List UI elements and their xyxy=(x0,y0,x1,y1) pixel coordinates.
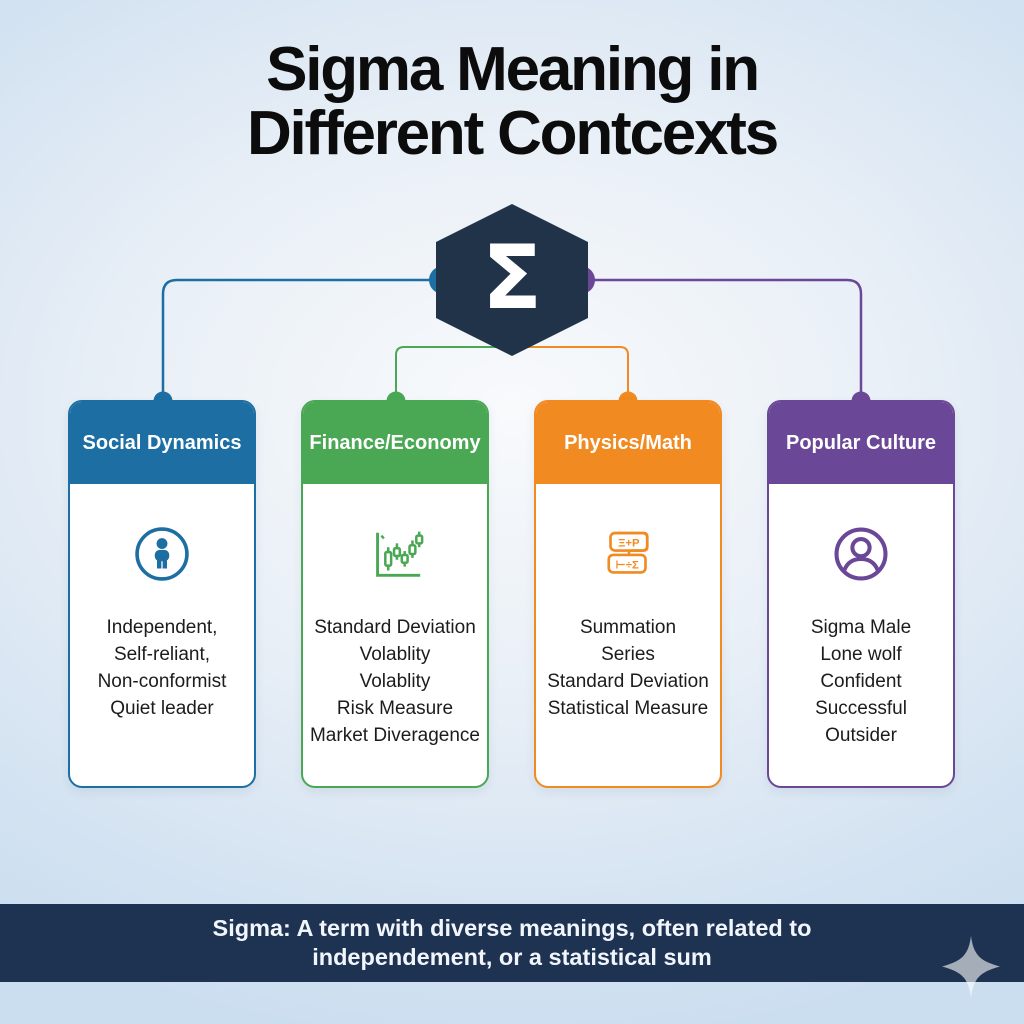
formula-blocks-icon: Ξ+P ⊢÷Σ xyxy=(536,522,720,586)
card-text-line: Outsider xyxy=(825,725,897,746)
card-text-line: Risk Measure xyxy=(336,698,454,719)
card-social-dynamics-title: Social Dynamics xyxy=(70,402,254,484)
card-text-line: Standard Deviation xyxy=(314,617,476,638)
footer-line1: Sigma: A term with diverse meanings, oft… xyxy=(212,915,812,941)
card-text-line: Summation xyxy=(579,617,677,638)
card-text-line: Volablity xyxy=(359,644,431,665)
card-physics-math-title: Physics/Math xyxy=(536,402,720,484)
card-social-dynamics: Social Dynamics Independent, Self-relian… xyxy=(68,400,256,788)
page-title: Sigma Meaning in Different Contcexts xyxy=(0,38,1024,166)
card-finance-economy: Finance/Economy Standard Deviation Volab… xyxy=(301,400,489,788)
footer-definition-bar: Sigma: A term with diverse meanings, oft… xyxy=(0,904,1024,982)
card-text-line: Confident xyxy=(820,671,902,692)
formula-top-text: Ξ+P xyxy=(618,538,640,550)
card-popular-culture-text: Sigma Male Lone wolf Confident Successfu… xyxy=(769,614,953,749)
connector-purple xyxy=(581,278,863,400)
card-finance-economy-title: Finance/Economy xyxy=(303,402,487,484)
page-title-line2: Different Contcexts xyxy=(246,99,779,168)
card-text-line: Successful xyxy=(815,698,907,719)
card-physics-math: Physics/Math Ξ+P ⊢÷Σ Summation Series St… xyxy=(534,400,722,788)
person-in-circle-icon xyxy=(70,522,254,586)
card-social-dynamics-text: Independent, Self-reliant, Non-conformis… xyxy=(70,614,254,722)
card-text-line: Quiet leader xyxy=(110,698,214,719)
connector-blue xyxy=(161,278,443,400)
page-title-line1: Sigma Meaning in xyxy=(266,35,760,104)
card-text-line: Sigma Male xyxy=(810,617,912,638)
card-text-line: Independent, xyxy=(106,617,218,638)
hexagon-shape-icon xyxy=(436,204,588,356)
formula-bottom-text: ⊢÷Σ xyxy=(615,559,639,571)
sigma-hexagon: Σ xyxy=(430,197,594,363)
card-text-line: Non-conformist xyxy=(97,671,227,692)
card-popular-culture: Popular Culture Sigma Male Lone wolf Con… xyxy=(767,400,955,788)
card-popular-culture-title: Popular Culture xyxy=(769,402,953,484)
card-text-line: Market Diveragence xyxy=(309,725,481,746)
card-text-line: Statistical Measure xyxy=(547,698,709,719)
card-text-line: Self-reliant, xyxy=(113,644,211,665)
card-text-line: Series xyxy=(601,644,655,665)
sigma-symbol: Σ xyxy=(481,226,543,329)
card-text-line: Lone wolf xyxy=(820,644,902,665)
candlestick-chart-icon xyxy=(303,522,487,586)
card-finance-economy-text: Standard Deviation Volablity Volablity R… xyxy=(303,614,487,749)
footer-line2: independement, or a statistical sum xyxy=(312,944,712,970)
sparkle-icon xyxy=(942,936,1000,998)
card-text-line: Volablity xyxy=(359,671,431,692)
card-physics-math-text: Summation Series Standard Deviation Stat… xyxy=(536,614,720,722)
card-text-line: Standard Deviation xyxy=(547,671,709,692)
user-avatar-icon xyxy=(769,522,953,586)
